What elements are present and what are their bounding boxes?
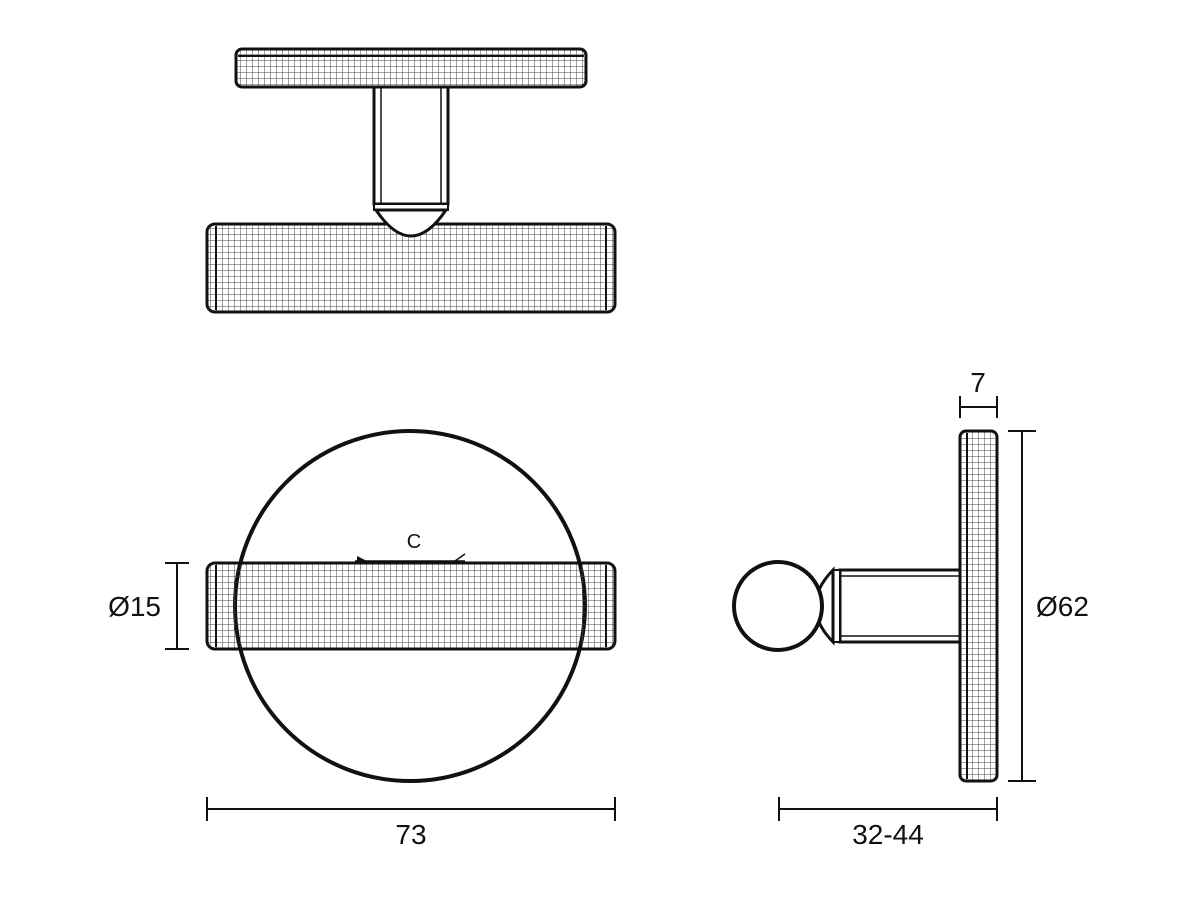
- dimension-plate-thickness: 7: [959, 367, 998, 418]
- dimension-projection-label: 32-44: [852, 819, 924, 850]
- top-view-plate: [234, 47, 588, 89]
- dimension-overall-width-label: 73: [395, 819, 426, 850]
- front-view: C: [205, 429, 617, 783]
- section-arrow-right: [454, 553, 466, 562]
- side-view-stem: [838, 568, 962, 644]
- side-view-plate: [958, 429, 999, 783]
- dimension-plate-thickness-label: 7: [970, 367, 986, 398]
- section-mark-label: C: [407, 531, 421, 553]
- side-view-bar-end: [732, 560, 824, 652]
- dimension-plate-diameter-label: Ø62: [1036, 591, 1089, 622]
- side-view: [732, 429, 999, 783]
- front-view-bar: [205, 561, 617, 651]
- top-view-stem: [372, 85, 450, 206]
- top-view-stem-junction: [373, 208, 449, 238]
- top-view: [205, 47, 617, 314]
- dimension-overall-width: 73: [206, 797, 616, 850]
- dimension-plate-diameter: Ø62: [1008, 430, 1089, 782]
- dimension-bar-diameter-label: Ø15: [108, 591, 161, 622]
- dimension-projection: 32-44: [778, 797, 998, 850]
- dimension-bar-diameter: Ø15: [108, 562, 189, 650]
- section-arrow-left: [357, 556, 367, 561]
